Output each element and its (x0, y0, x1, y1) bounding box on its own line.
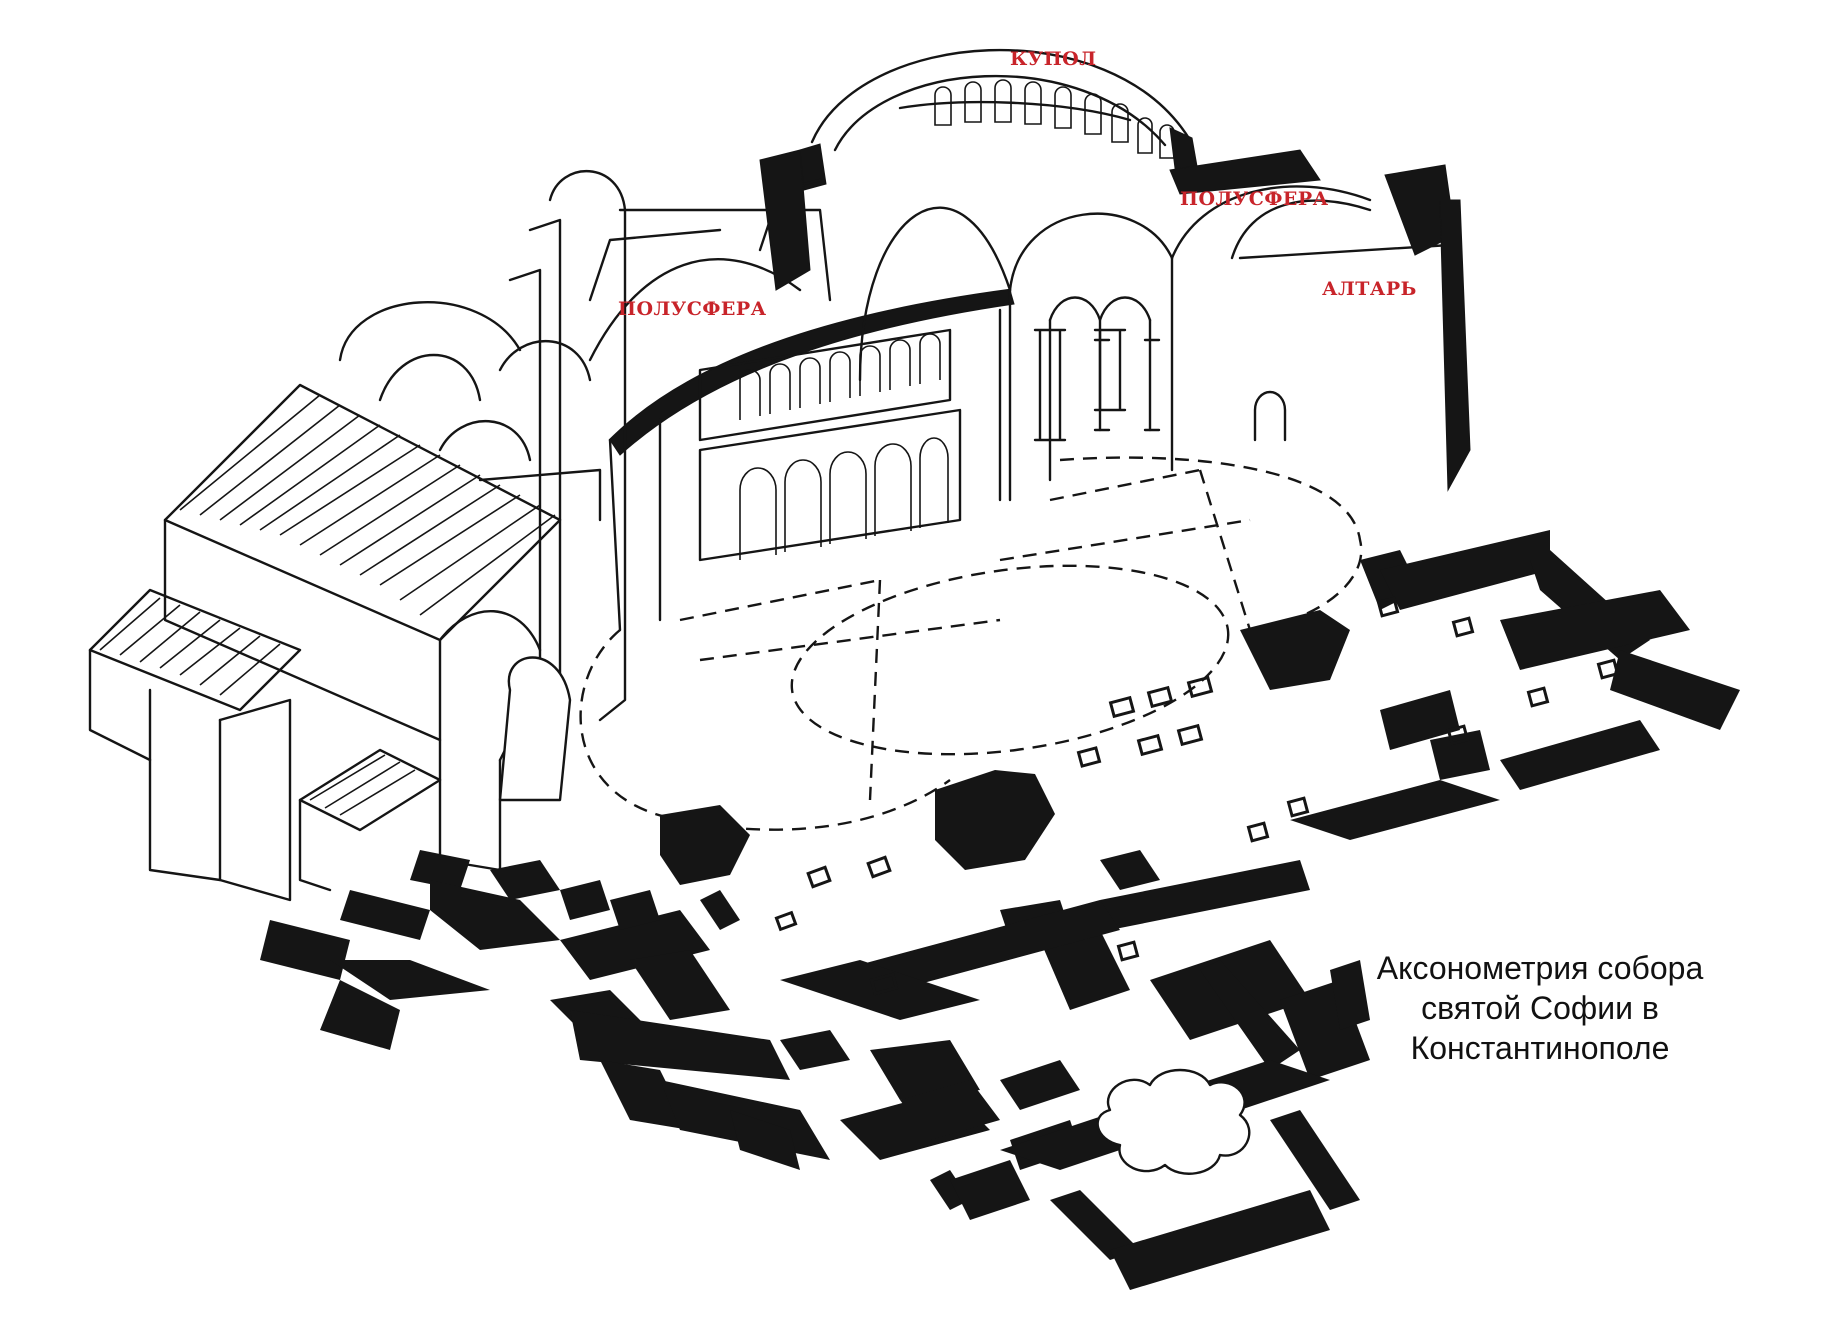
ground-columns (498, 328, 1127, 802)
left-buttresses (338, 169, 627, 782)
floor-plan-columns (774, 596, 1620, 996)
caption: Аксонометрия собора святой Софии в Конст… (1345, 948, 1735, 1068)
floor-dashed-outlines (579, 456, 1363, 831)
half-dome-left-label: ПОЛУСФЕРА (618, 298, 767, 320)
main-dome (799, 48, 1199, 191)
baptistery (1096, 1068, 1251, 1175)
caption-line-1: Аксонометрия собора (1376, 950, 1704, 986)
dome-label: КУПОЛ (1010, 48, 1097, 70)
gallery-arcades (608, 308, 1002, 632)
right-half-dome (1169, 149, 1471, 492)
left-half-dome (588, 149, 1015, 456)
caption-line-2: святой Софии в (1421, 990, 1659, 1026)
nave-arches (858, 206, 1174, 502)
floor-plan-piers (260, 530, 1740, 1290)
half-dome-right-label: ПОЛУСФЕРА (1180, 188, 1329, 210)
caption-line-3: Константинополе (1410, 1030, 1670, 1066)
altar-label: АЛТАРЬ (1322, 278, 1417, 300)
narthex-roof (88, 383, 562, 902)
